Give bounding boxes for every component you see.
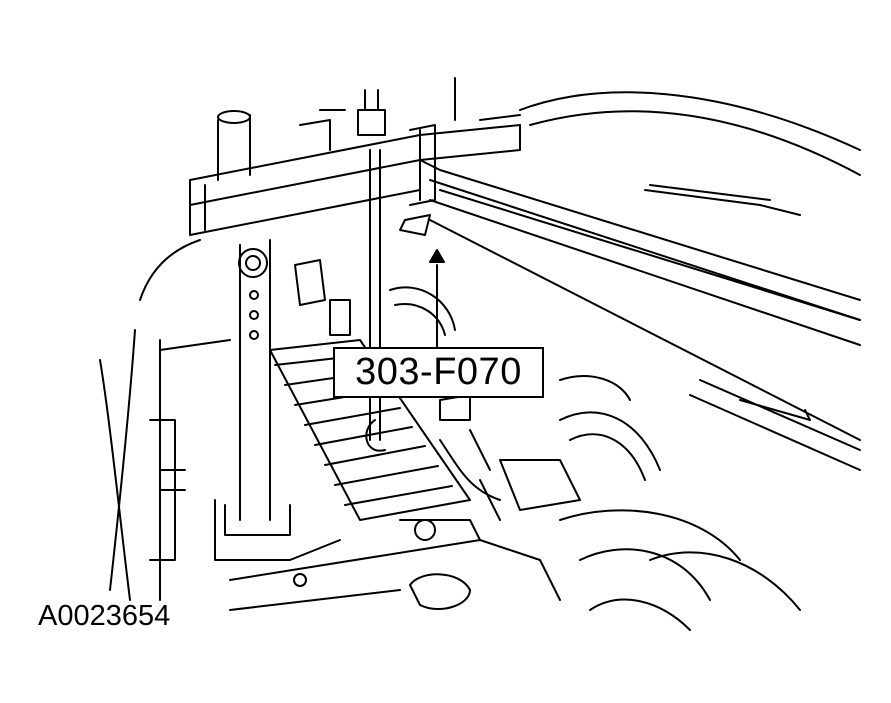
hoses-and-components: [439, 375, 801, 631]
support-post: [217, 110, 291, 536]
support-beam: [189, 114, 861, 321]
callout-arrow: [429, 249, 445, 348]
beam-clamp: [399, 124, 436, 236]
hood-outline: [454, 77, 861, 216]
cowl-panel: [429, 179, 861, 471]
front-panel: [214, 499, 561, 611]
figure-id: A0023654: [38, 600, 171, 632]
left-fender-wall: [99, 239, 231, 601]
tool-callout-label: 303-F070: [333, 347, 544, 398]
